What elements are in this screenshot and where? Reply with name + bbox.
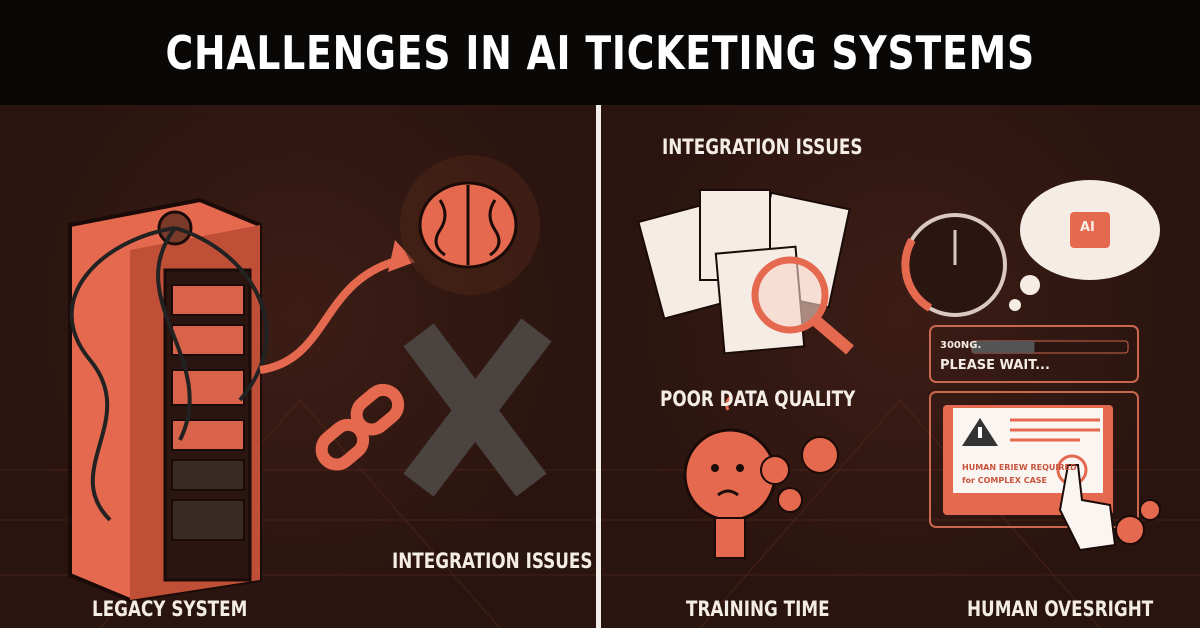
x-mark-icon [403, 318, 552, 497]
arrow-icon [259, 256, 401, 374]
label-integration-issues-left: INTEGRATION ISSUES [392, 549, 593, 573]
label-human-oversight: HUMAN OVESRIGHT [967, 597, 1154, 621]
brain-icon [400, 155, 540, 295]
server-rack-icon [68, 197, 269, 603]
broken-chain-link-icon [315, 383, 405, 471]
label-legacy-system: LEGACY SYSTEM [92, 597, 248, 621]
clock-icon [901, 213, 1007, 317]
thought-bubble-icon [1009, 180, 1160, 311]
warning-icon [962, 418, 998, 446]
alert-line-2: for COMPLEX CASE [962, 476, 1048, 485]
divider [596, 105, 601, 628]
magnifier-icon [751, 256, 854, 355]
label-integration-issues-right: INTEGRATION ISSUES [662, 135, 863, 159]
gears-icon [760, 436, 1161, 545]
label-poor-data-quality: POOR DATA QUALITY [660, 387, 856, 411]
loading-message: PLEASE WAIT... [940, 358, 1050, 373]
pointing-hand-icon [1056, 454, 1117, 552]
thought-bubble-text: AI [1080, 220, 1095, 235]
header-bar: CHALLENGES IN AI TICKETING SYSTEMS [0, 0, 1200, 105]
progress-fill [972, 341, 1035, 353]
alert-line-1: HUMAN ERIEW REQUIRED [962, 463, 1077, 472]
loading-box [929, 325, 1139, 383]
robot-head-icon [683, 394, 777, 559]
page-title: CHALLENGES IN AI TICKETING SYSTEMS [165, 25, 1035, 80]
label-training-time: TRAINING TIME [686, 597, 830, 621]
loading-status: 300NG. [940, 340, 982, 351]
alert-frame [929, 391, 1139, 528]
